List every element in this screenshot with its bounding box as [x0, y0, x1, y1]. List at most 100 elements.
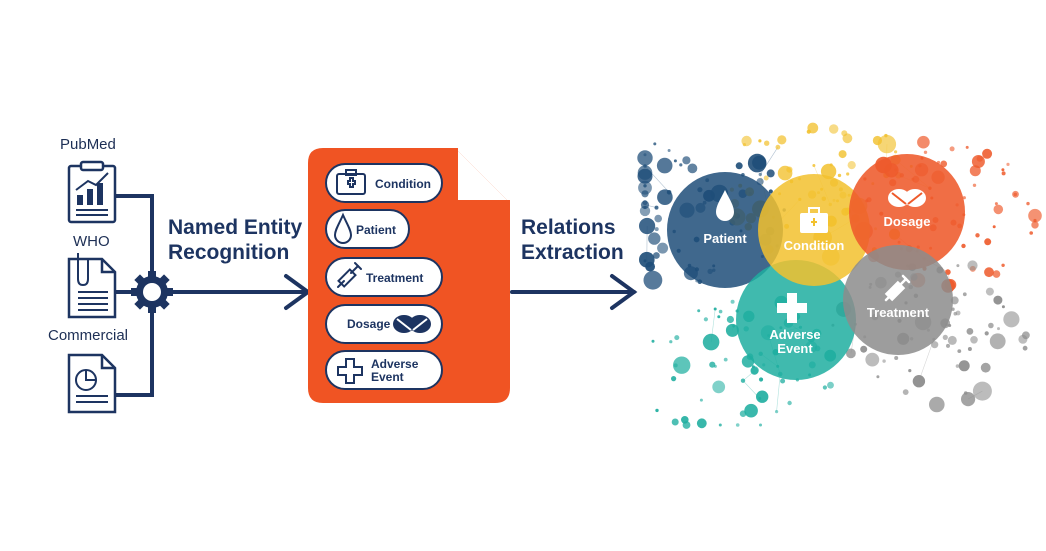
- network-node: [657, 242, 669, 254]
- network-node: [992, 225, 996, 229]
- gear-icon: [131, 271, 173, 313]
- network-node: [653, 142, 657, 146]
- network-node: [1001, 171, 1006, 176]
- network-node: [656, 157, 673, 174]
- report-chart-icon: [67, 160, 117, 224]
- network-node: [669, 340, 673, 344]
- network-node: [639, 217, 656, 235]
- plus-icon: [337, 358, 363, 384]
- network-node: [912, 375, 926, 388]
- network-node: [730, 299, 735, 304]
- network-node: [822, 385, 828, 390]
- plus-icon: [777, 293, 807, 323]
- network-node: [775, 144, 781, 150]
- network-node: [637, 165, 653, 180]
- network-node: [639, 205, 651, 217]
- network-node: [718, 423, 722, 427]
- network-node: [654, 214, 662, 223]
- medical-kit-icon: [800, 207, 828, 233]
- network-node: [709, 361, 716, 368]
- network-node: [732, 324, 736, 328]
- network-link: [776, 373, 781, 412]
- network-node: [768, 189, 773, 194]
- cluster-condition-content: Condition: [784, 207, 845, 253]
- network-node: [929, 396, 945, 413]
- ner-arrow: [166, 274, 312, 310]
- network-node: [643, 270, 663, 290]
- relations-arrow: [510, 274, 638, 310]
- network-node: [723, 357, 728, 362]
- network-node: [703, 317, 709, 322]
- network-node: [1031, 221, 1039, 229]
- network-node: [1026, 201, 1030, 206]
- network-node: [837, 173, 842, 178]
- source-label-commercial: Commercial: [48, 327, 129, 344]
- network-node: [829, 124, 839, 134]
- network-node: [942, 334, 948, 340]
- network-node: [726, 315, 735, 324]
- pills-icon: [888, 189, 926, 207]
- cluster-patient-label: Patient: [703, 231, 747, 246]
- network-node: [699, 398, 703, 402]
- network-node: [1001, 305, 1005, 309]
- network-node: [740, 378, 746, 383]
- network-node: [982, 148, 993, 159]
- network-node: [671, 376, 677, 382]
- network-node: [993, 204, 1004, 215]
- source-label-who: WHO: [73, 233, 110, 250]
- syringe-icon: [884, 274, 911, 302]
- network-node: [902, 389, 909, 395]
- network-node: [687, 163, 698, 174]
- network-node: [838, 150, 847, 159]
- network-node: [842, 133, 853, 144]
- network-node: [637, 150, 653, 166]
- network-node: [992, 270, 1001, 278]
- network-node: [989, 333, 1006, 350]
- network-node: [962, 196, 966, 200]
- network-node: [1012, 190, 1019, 198]
- network-node: [970, 336, 978, 344]
- entity-pill-patient-label: Patient: [356, 223, 396, 237]
- step-label-ner-line1: Named Entity: [168, 216, 303, 239]
- network-node: [997, 327, 1000, 331]
- network-node: [786, 166, 793, 173]
- network-node: [758, 377, 764, 382]
- network-node: [917, 135, 930, 149]
- drop-icon: [333, 212, 353, 244]
- network-node: [638, 180, 652, 195]
- network-node: [735, 423, 740, 427]
- entity-pill-dosage: Dosage: [325, 304, 443, 344]
- network-node: [945, 269, 951, 275]
- cluster-condition-label: Condition: [784, 238, 845, 253]
- network-node: [682, 156, 691, 165]
- network-node: [827, 381, 834, 389]
- network-node: [884, 133, 888, 138]
- network-node: [908, 369, 912, 373]
- network-node: [759, 423, 762, 427]
- entity-pill-dosage-label: Dosage: [347, 317, 391, 331]
- network-node: [955, 364, 960, 368]
- network-node: [673, 356, 691, 374]
- network-node: [667, 149, 671, 152]
- network-node: [894, 150, 898, 154]
- network-node: [967, 347, 972, 351]
- network-node: [962, 292, 967, 297]
- network-node: [681, 416, 689, 424]
- source-label-pubmed: PubMed: [60, 136, 116, 153]
- network-node: [876, 375, 880, 379]
- network-node: [994, 202, 998, 206]
- network-node: [725, 323, 739, 337]
- network-node: [957, 349, 962, 353]
- pills-icon: [393, 315, 431, 333]
- network-node: [775, 410, 779, 414]
- network-node: [958, 360, 970, 372]
- cluster-patient: [667, 172, 783, 288]
- network-node: [674, 335, 680, 341]
- network-node: [967, 260, 978, 271]
- network-node: [713, 307, 717, 311]
- network-node: [751, 365, 755, 369]
- network-node: [846, 172, 850, 176]
- step-label-relations: Relations Extraction: [521, 215, 624, 265]
- step-label-ner-line2: Recognition: [168, 241, 290, 265]
